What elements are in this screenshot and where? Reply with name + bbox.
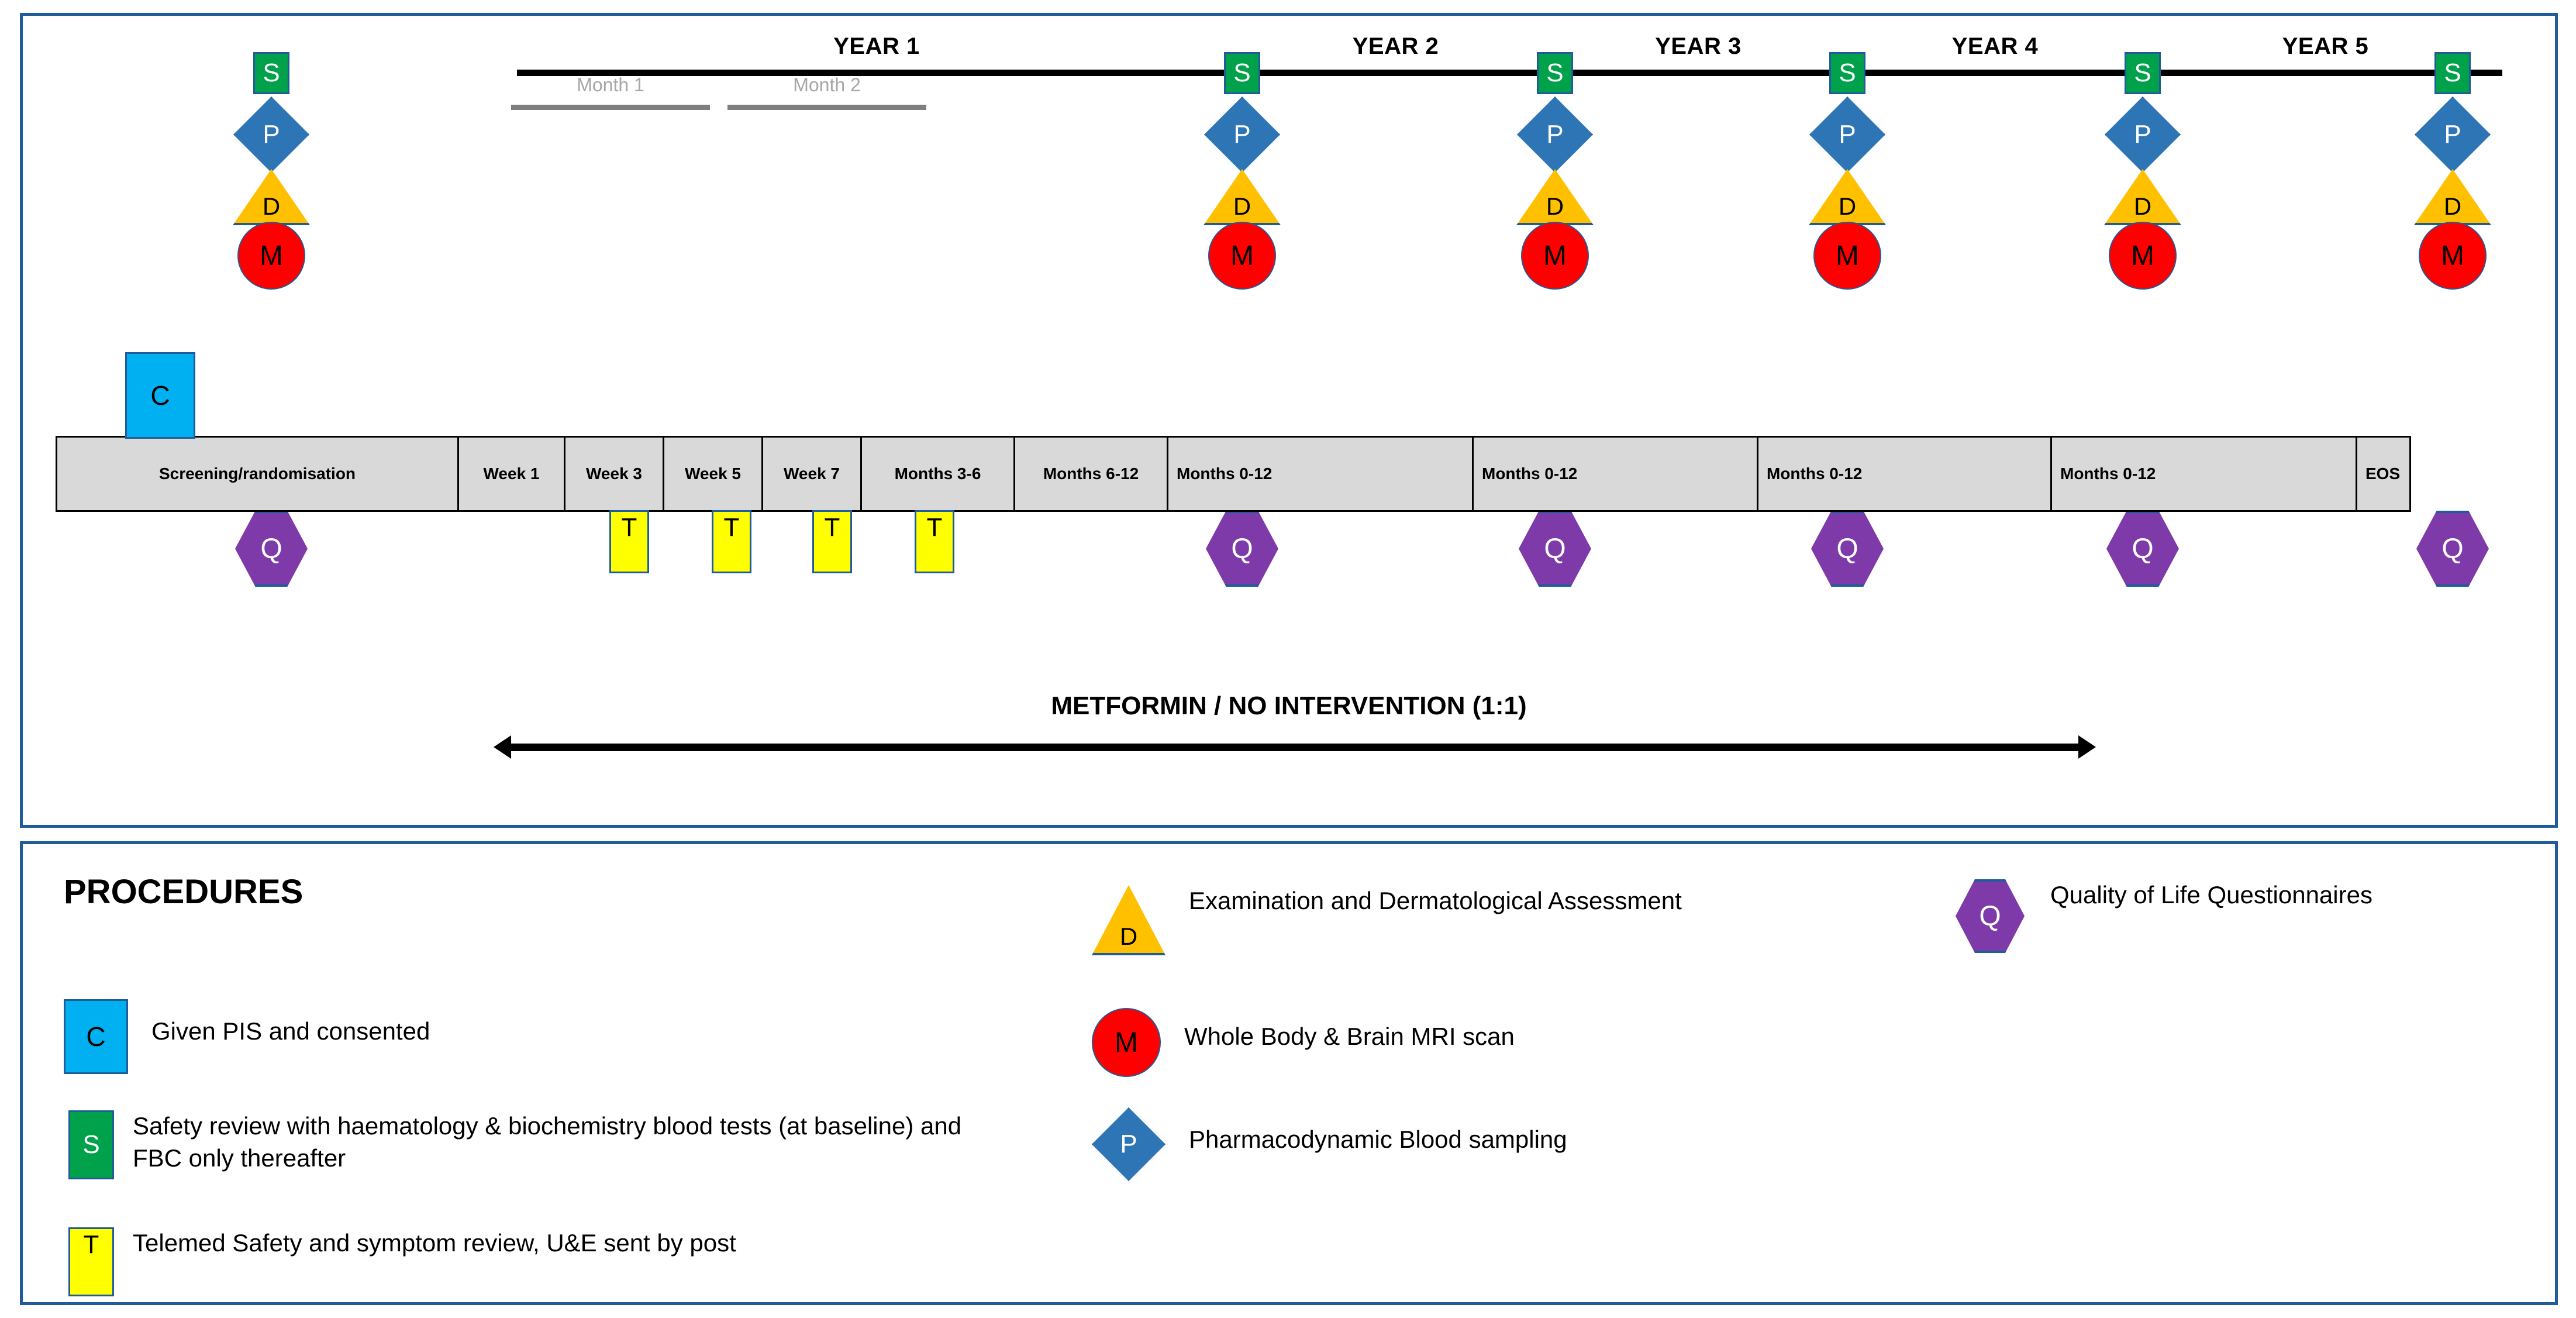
mri-icon[interactable]: M (1208, 222, 1276, 290)
safety-review-icon[interactable]: S (2125, 52, 2161, 94)
timeline-cell[interactable]: Months 0-12 (1472, 436, 1758, 512)
timeline-cell[interactable]: EOS (2356, 436, 2411, 512)
consent-icon[interactable]: C (125, 352, 195, 439)
intervention-label: METFORMIN / NO INTERVENTION (1:1) (1051, 691, 1527, 720)
telemed-icon[interactable]: T (812, 510, 852, 573)
mri-icon[interactable]: M (1521, 222, 1589, 290)
year-label-1: YEAR 1 (833, 33, 920, 59)
consent-icon[interactable]: C (64, 999, 128, 1074)
year-group-3: YEAR 3 (1555, 33, 1842, 80)
timeline-cell[interactable]: Months 0-12 (1757, 436, 2052, 512)
dermatology-icon[interactable]: D (1516, 169, 1594, 225)
year-label-4: YEAR 4 (1951, 33, 2039, 59)
telemed-icon[interactable]: T (68, 1227, 114, 1296)
legend-item-label: Given PIS and consented (151, 1017, 430, 1045)
mri-icon[interactable]: M (1813, 222, 1881, 290)
dermatology-icon[interactable]: D (233, 169, 310, 225)
qol-icon[interactable]: Q (1811, 511, 1884, 587)
dermatology-icon[interactable]: D (2104, 169, 2181, 225)
year-label-2: YEAR 2 (1352, 33, 1439, 59)
month-label-2: Month 2 (793, 74, 861, 95)
schema-panel: YEAR 1 YEAR 2 YEAR 3 YEAR 4 YEAR 5 Month 1 Mo… (20, 13, 2558, 828)
mri-icon[interactable]: M (2419, 222, 2487, 290)
month-rule-2 (727, 105, 926, 110)
month-rule-1 (511, 105, 710, 110)
safety-review-icon[interactable]: S (1224, 52, 1260, 94)
year-rule-1 (517, 70, 1236, 76)
year-group-4: YEAR 4 (1847, 33, 2143, 80)
timeline-cell[interactable]: Months 0-12 (1167, 436, 1474, 512)
qol-icon[interactable]: Q (2106, 511, 2179, 587)
dermatology-icon[interactable]: D (1203, 169, 1281, 225)
pharmacodynamic-icon[interactable]: P (1517, 97, 1593, 173)
telemed-icon[interactable]: T (915, 510, 954, 573)
month-group-1: Month 1 (511, 74, 710, 115)
safety-review-icon[interactable]: S (2434, 52, 2471, 94)
safety-review-icon[interactable]: S (1829, 52, 1865, 94)
safety-review-icon[interactable]: S (68, 1110, 114, 1179)
year-group-2: YEAR 2 (1242, 33, 1549, 80)
year-group-1: YEAR 1 (517, 33, 1236, 80)
timeline-cell[interactable]: Week 5 (663, 436, 763, 512)
year-label-5: YEAR 5 (2282, 33, 2369, 59)
dermatology-icon[interactable]: D (2414, 169, 2491, 225)
month-label-1: Month 1 (577, 74, 644, 95)
mri-icon[interactable]: M (237, 222, 305, 290)
legend-title: PROCEDURES (64, 873, 304, 911)
legend-item-label: Examination and Dermatological Assessmen… (1189, 887, 1682, 914)
legend-item: M Whole Body & Brain MRI scan (1092, 1008, 1711, 1077)
legend-item-label: Whole Body & Brain MRI scan (1184, 1023, 1515, 1050)
pharmacodynamic-icon[interactable]: P (1204, 97, 1280, 173)
year-rule-4 (1847, 70, 2143, 76)
qol-icon[interactable]: Q (1206, 511, 1278, 587)
legend-item: S Safety review with haematology & bioche… (68, 1110, 987, 1179)
year-label-3: YEAR 3 (1655, 33, 1742, 59)
dermatology-icon[interactable]: D (1809, 169, 1886, 225)
qol-icon[interactable]: Q (2416, 511, 2489, 587)
qol-icon[interactable]: Q (1519, 511, 1591, 587)
timeline-cell[interactable]: Months 0-12 (2050, 436, 2357, 512)
pharmacodynamic-icon[interactable]: P (2105, 97, 2181, 173)
legend-item-label: Pharmacodynamic Blood sampling (1189, 1126, 1567, 1153)
legend-item: T Telemed Safety and symptom review, U&E … (68, 1227, 951, 1296)
timeline-cell[interactable]: Week 3 (564, 436, 664, 512)
pharmacodynamic-icon[interactable]: P (233, 97, 309, 173)
qol-icon[interactable]: Q (235, 511, 308, 587)
timeline-cell[interactable]: Week 7 (761, 436, 862, 512)
legend-item-label: Telemed Safety and symptom review, U&E s… (133, 1229, 736, 1257)
timeline-cell[interactable]: Months 3-6 (860, 436, 1015, 512)
legend-item-label: Quality of Life Questionnaires (2050, 881, 2372, 909)
timeline-cell[interactable]: Months 6-12 (1013, 436, 1168, 512)
mri-icon[interactable]: M (2109, 222, 2177, 290)
timeline-cell[interactable]: Screening/randomisation (56, 436, 459, 512)
pharmacodynamic-icon[interactable]: P (1809, 97, 1885, 173)
legend-item: D Examination and Dermatological Assessme… (1092, 885, 1715, 955)
year-rule-5 (2149, 70, 2502, 76)
dermatology-icon[interactable]: D (1092, 885, 1165, 955)
qol-icon[interactable]: Q (1956, 879, 2025, 953)
pharmacodynamic-icon[interactable]: P (2415, 97, 2491, 173)
pharmacodynamic-icon[interactable]: P (1092, 1107, 1165, 1181)
year-group-5: YEAR 5 (2149, 33, 2502, 80)
timeline-cell[interactable]: Week 1 (457, 436, 565, 512)
mri-icon[interactable]: M (1092, 1008, 1161, 1077)
year-rule-2 (1242, 70, 1549, 76)
legend-item: P Pharmacodynamic Blood sampling (1092, 1107, 1744, 1181)
intervention-arrow (494, 735, 2096, 759)
safety-review-icon[interactable]: S (253, 52, 289, 94)
arrow-shaft (509, 744, 2081, 751)
year-rule-3 (1555, 70, 1842, 76)
month-group-2: Month 2 (727, 74, 926, 115)
telemed-icon[interactable]: T (712, 510, 751, 573)
telemed-icon[interactable]: T (609, 510, 649, 573)
legend-item-label: Safety review with haematology & biochem… (133, 1112, 962, 1172)
arrow-head-right-icon (2078, 735, 2096, 759)
safety-review-icon[interactable]: S (1537, 52, 1573, 94)
legend-item: C Given PIS and consented (64, 999, 430, 1074)
legend-item: Q Quality of Life Questionnaires (1956, 879, 2460, 953)
